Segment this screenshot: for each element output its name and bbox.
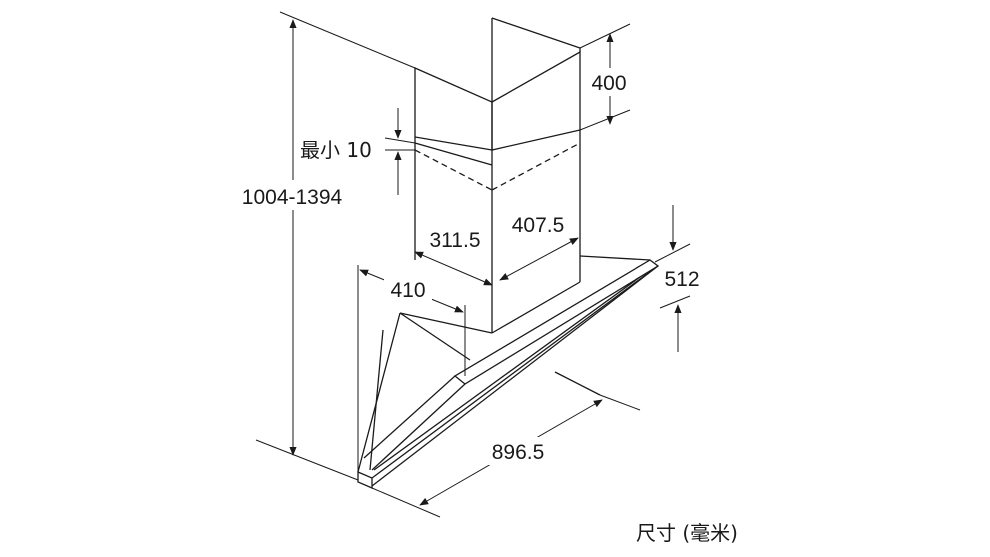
upper-chimney [414,17,581,151]
wall-offset-label: 410 [390,279,425,302]
canopy-width-label: 896.5 [492,441,545,464]
min-overlap-label: 最小 10 [300,138,372,162]
dimension-wall-offset: 410 [357,265,466,472]
dimension-chimney-depth: 311.5 [414,229,493,290]
canopy-height-label: 512 [664,268,699,291]
chimney-width-label: 407.5 [512,214,565,237]
total-height-label: 1004-1394 [242,186,343,209]
lower-chimney [414,130,581,333]
dimension-chimney-upper: 400 [579,23,633,131]
units-caption: 尺寸 (毫米) [636,521,738,545]
chimney-depth-label: 311.5 [430,229,481,252]
dimension-canopy-height: 512 [654,205,700,352]
chimney-upper-label: 400 [591,72,626,95]
dimension-canopy-width: 896.5 [371,394,641,518]
dimension-min-overlap: 最小 10 [300,108,416,195]
dimension-total-height: 1004-1394 [224,11,416,481]
dimension-chimney-width: 407.5 [499,214,579,281]
